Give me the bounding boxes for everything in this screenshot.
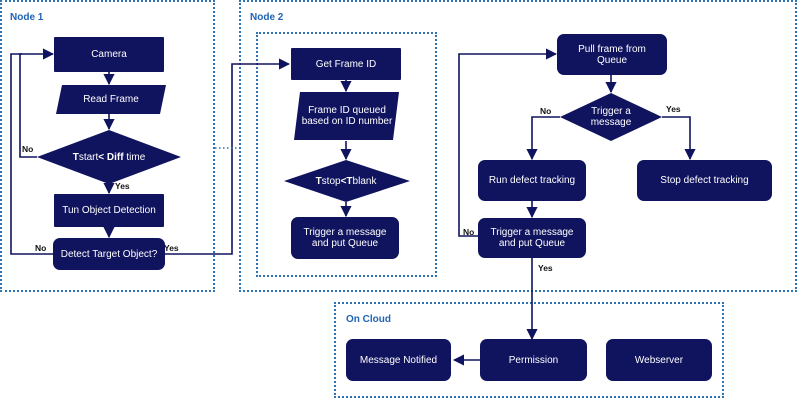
loop-no-target <box>10 53 53 255</box>
get-frame-id-box: Get Frame ID <box>291 48 401 80</box>
node1-panel <box>0 0 215 292</box>
node2-inner-panel <box>256 32 437 277</box>
trigger-message-decision-label: Trigger a message <box>590 106 632 128</box>
cond-diff: Diff <box>106 151 124 163</box>
trigger-message-decision-shape <box>560 93 662 141</box>
node1-yes-right-label: Yes <box>164 243 179 253</box>
start-diff-decision-shape <box>37 130 181 184</box>
loop-no-trigger-pull <box>458 48 558 237</box>
arrow-decision-yes-stop <box>662 116 696 161</box>
pull-frame-box: Pull frame from Queue <box>557 34 667 75</box>
node2-title: Node 2 <box>250 12 284 23</box>
camera-box: Camera <box>54 37 164 72</box>
cond-start-sub: start <box>78 151 99 163</box>
arrow-target-getframeid <box>165 58 291 255</box>
stop-blank-decision-shape <box>284 160 410 202</box>
trigger-put-queue-box: Trigger a message and put Queue <box>291 217 399 259</box>
read-frame-shape <box>56 85 166 114</box>
node2-no-label: No <box>540 106 552 116</box>
cond2-less-than: < <box>340 175 347 187</box>
node1-title: Node 1 <box>10 12 44 23</box>
node1-no-bottom-label: No <box>35 243 47 253</box>
cond2-stop-sub: stop <box>321 175 341 187</box>
permission-box: Permission <box>480 339 587 381</box>
message-notified-box: Message Notified <box>346 339 451 381</box>
cond-t-letter: T <box>72 151 79 163</box>
frame-id-queued-shape <box>294 92 399 140</box>
cloud-title: On Cloud <box>346 314 391 325</box>
cond2-t-letter: T <box>315 175 322 187</box>
node2-yes-down-label: Yes <box>538 263 553 273</box>
cond-time: time <box>123 151 146 163</box>
node1-yes-label: Yes <box>115 181 130 191</box>
node1-no-top-label: No <box>22 144 34 154</box>
cond2-t2-letter: T <box>346 175 353 187</box>
detect-target-box: Detect Target Object? <box>53 238 165 270</box>
loop-no-decision <box>19 48 55 158</box>
stop-defect-tracking-box: Stop defect tracking <box>637 160 772 201</box>
webserver-box: Webserver <box>606 339 712 381</box>
cond2-blank-sub: blank <box>352 175 377 187</box>
frame-id-queued-label: Frame ID queued based on ID number <box>301 105 393 127</box>
node2-panel <box>239 0 797 292</box>
node2-yes-label: Yes <box>666 104 681 114</box>
object-detection-box: Tun Object Detection <box>54 194 164 227</box>
cloud-panel <box>334 302 724 398</box>
run-defect-tracking-box: Run defect tracking <box>478 160 586 201</box>
trigger-put-queue-2-box: Trigger a message and put Queue <box>478 218 586 258</box>
read-frame-label: Read Frame <box>83 94 139 105</box>
arrow-decision-no-run <box>526 116 560 161</box>
cond-less-than: < <box>98 151 107 163</box>
node2-no-loop-label: No <box>463 227 475 237</box>
